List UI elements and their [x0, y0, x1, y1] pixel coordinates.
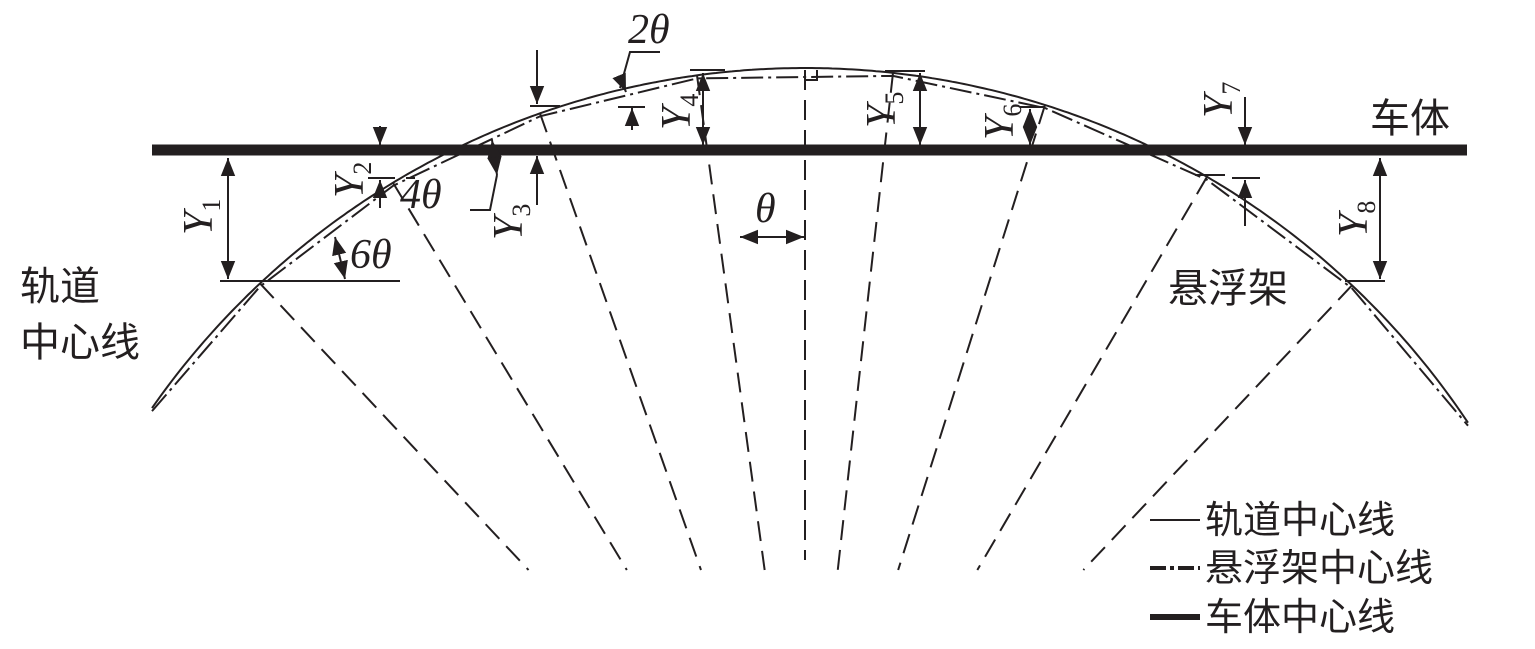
label-track-2: 中心线 [20, 320, 140, 366]
label-suspension-frame: 悬浮架 [1168, 266, 1288, 312]
label-y5: Y5 [859, 92, 909, 128]
angle-theta: θ [755, 186, 776, 232]
angle-2theta: 2θ [628, 7, 670, 53]
six-theta-arrow [332, 236, 348, 280]
radial-dashed-lines [259, 70, 1353, 571]
radial-dashed-line [259, 282, 530, 571]
label-y7: Y7 [1196, 82, 1246, 118]
label-y3: Y3 [486, 204, 536, 240]
label-y2: Y2 [327, 162, 377, 198]
legend-label-track: 轨道中心线 [1205, 498, 1395, 542]
radial-dashed-line [696, 75, 766, 571]
angle-4theta: 4θ [400, 172, 442, 218]
label-car-body: 车体 [1370, 96, 1450, 142]
radial-dashed-line [539, 113, 702, 571]
node-reference-lines [220, 69, 1385, 282]
legend: 轨道中心线 悬浮架中心线 车体中心线 [1150, 498, 1433, 639]
label-y6: Y6 [977, 104, 1027, 140]
track-center-arc [151, 67, 1469, 424]
radial-dashed-line [1082, 284, 1353, 571]
dimension-arrows [220, 50, 1388, 280]
dimension-labels: Y1 Y2 Y3 Y4 Y5 Y6 Y7 Y8 [176, 82, 1381, 240]
radial-dashed-line [976, 176, 1208, 571]
legend-label-frame: 悬浮架中心线 [1205, 546, 1433, 590]
label-track-1: 轨道 [20, 264, 100, 310]
suspension-frame-center-line [151, 74, 1469, 427]
label-y1: Y1 [176, 199, 226, 235]
label-y8: Y8 [1331, 201, 1381, 237]
radial-dashed-line [836, 72, 894, 571]
radial-dashed-line [392, 182, 628, 571]
angle-6theta: 6θ [350, 232, 392, 278]
radial-dashed-line [897, 104, 1046, 571]
label-y4: Y4 [654, 94, 704, 130]
legend-label-body: 车体中心线 [1205, 595, 1395, 639]
